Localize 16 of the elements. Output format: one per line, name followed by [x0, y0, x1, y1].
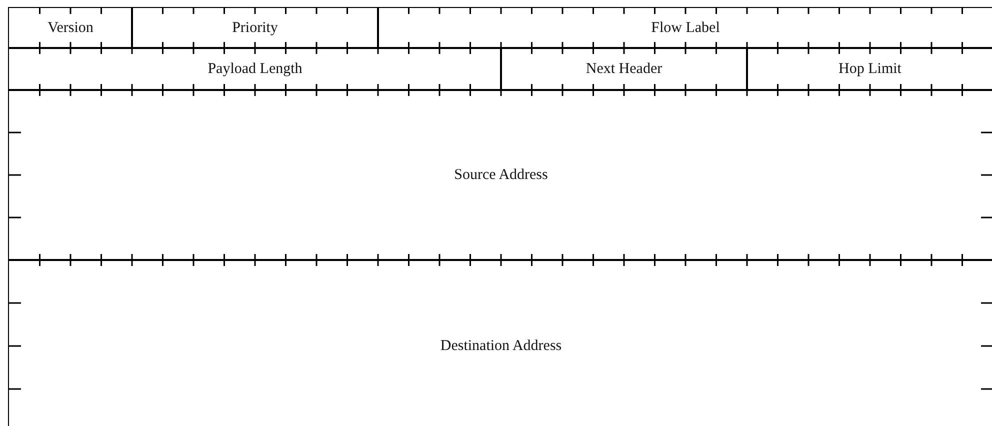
- header-field: [500, 47, 748, 91]
- header-field: [8, 89, 992, 261]
- field-name: Source Address: [454, 166, 548, 184]
- field-name: Version: [48, 20, 94, 36]
- header-field: [746, 47, 992, 91]
- field-name: Next Header: [586, 60, 662, 78]
- field-name: Destination Address: [440, 338, 562, 354]
- header-field: [131, 7, 379, 49]
- field-name: Hop Limit: [838, 60, 902, 78]
- header-field: [8, 7, 133, 49]
- header-field: [8, 259, 992, 426]
- header-field: [377, 7, 992, 49]
- header-field: [8, 47, 502, 91]
- field-name: Payload Length: [208, 60, 302, 78]
- field-name: Priority: [232, 20, 278, 36]
- field-name: Flow Label: [651, 20, 720, 36]
